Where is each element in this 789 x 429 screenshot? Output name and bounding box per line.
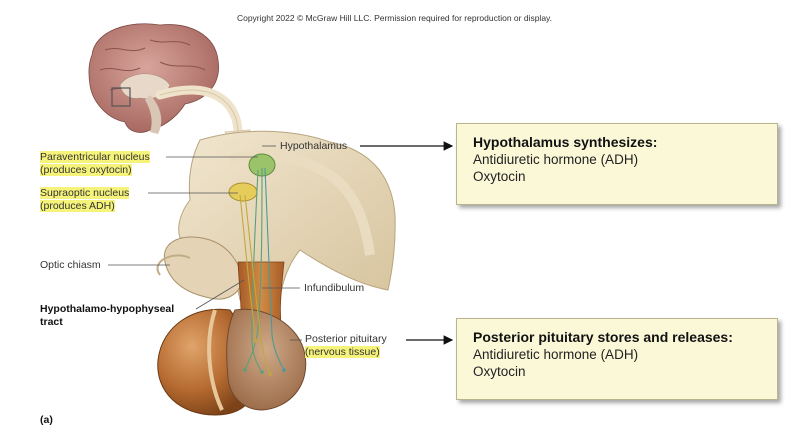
- label-supraoptic-nucleus: Supraoptic nucleus (produces ADH): [40, 187, 130, 212]
- hypothalamus-box-line: Oxytocin: [473, 169, 526, 184]
- brain-inset: [88, 23, 219, 134]
- supraoptic-nucleus: [228, 182, 258, 202]
- hypothalamus-info-box: Hypothalamus synthesizes: Antidiuretic h…: [456, 123, 778, 205]
- posterior-box-line: Antidiuretic hormone (ADH): [473, 347, 639, 362]
- hypothalamus-box-title: Hypothalamus synthesizes:: [473, 134, 658, 150]
- posterior-pituitary-info-box: Posterior pituitary stores and releases:…: [456, 318, 778, 400]
- label-paraventricular-nucleus: Paraventricular nucleus (produces oxytoc…: [40, 151, 150, 176]
- label-hypothalamo-hypophyseal-tract: Hypothalamo-hypophyseal tract: [40, 303, 175, 328]
- posterior-pituitary: [226, 308, 307, 411]
- leader-lines: [108, 145, 302, 341]
- hypothalamo-hypophyseal-tract: [239, 167, 286, 376]
- label-hypothalamus: Hypothalamus: [280, 140, 348, 152]
- label-posterior-pituitary: Posterior pituitary (nervous tissue): [305, 333, 387, 358]
- label-optic-chiasm: Optic chiasm: [40, 259, 101, 271]
- posterior-box-line: Oxytocin: [473, 364, 526, 379]
- posterior-box-title: Posterior pituitary stores and releases:: [473, 329, 733, 345]
- hypothalamus-box-line: Antidiuretic hormone (ADH): [473, 152, 639, 167]
- zoom-box: [111, 87, 131, 107]
- figure-label: (a): [40, 414, 53, 426]
- pituitary-gland: [157, 308, 307, 416]
- label-infundibulum: Infundibulum: [304, 282, 365, 294]
- copyright-notice: Copyright 2022 © McGraw Hill LLC. Permis…: [236, 13, 553, 23]
